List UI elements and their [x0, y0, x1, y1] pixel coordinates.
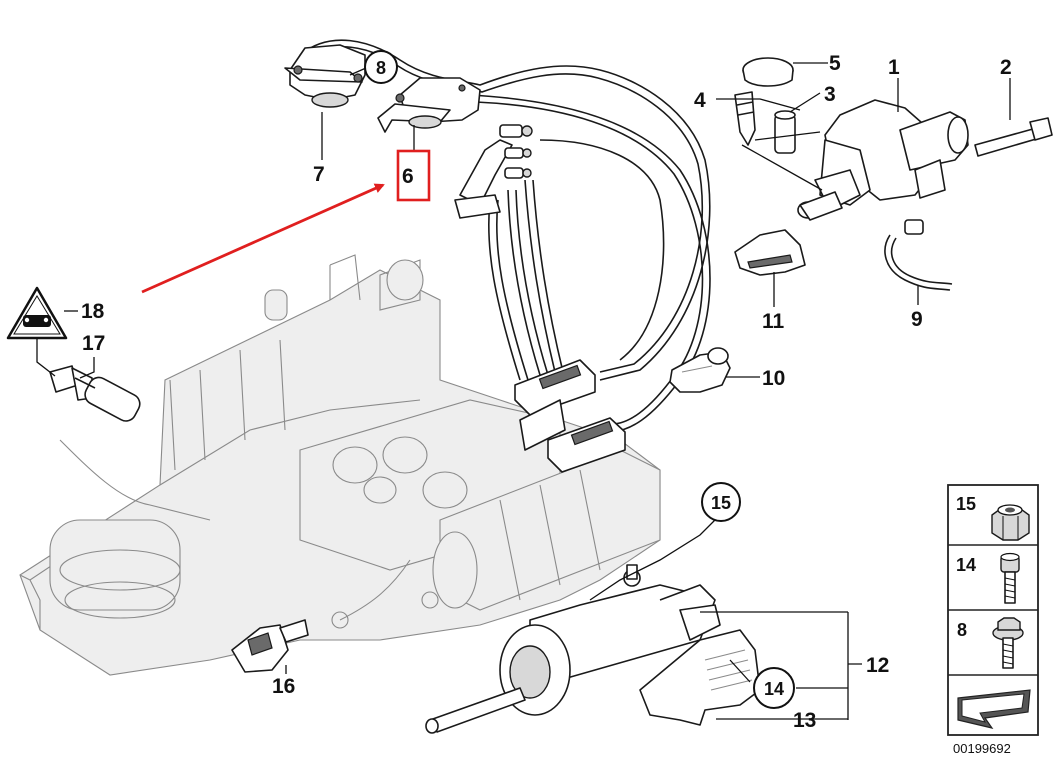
part-3-plug[interactable]: [774, 110, 796, 154]
image-code: 00199692: [953, 741, 1011, 756]
part-10-clamp[interactable]: [669, 347, 731, 393]
part-6-sensor[interactable]: [377, 77, 481, 133]
callout-15: 15: [711, 493, 731, 513]
callout-labels: 1 2 3 4 5 6 7 9 10 11 12 13 16 17 18: [81, 52, 1012, 732]
callout-8-circle[interactable]: 8: [364, 50, 398, 84]
part-9-cable-tie[interactable]: [884, 219, 953, 291]
part-2-bolt[interactable]: [974, 117, 1053, 157]
cable-connectors: [514, 359, 626, 473]
nut-icon: [991, 504, 1030, 541]
callout-7[interactable]: 7: [313, 163, 325, 186]
callout-6[interactable]: 6: [402, 165, 414, 188]
part-4-nipple[interactable]: [734, 91, 756, 146]
transmission-housing-ghost: [19, 254, 661, 676]
callout-9[interactable]: 9: [911, 308, 923, 331]
callout-14: 14: [764, 679, 784, 699]
forward-arrow-icon: [957, 689, 1031, 729]
hardware-legend: 15 14 8: [947, 484, 1039, 736]
callout-8: 8: [376, 58, 386, 78]
callout-12[interactable]: 12: [866, 654, 889, 677]
leader-lines: [36, 62, 1011, 720]
legend-label-15: 15: [956, 494, 976, 514]
part-17-temp-sensor[interactable]: [49, 365, 143, 425]
part-11-clip[interactable]: [734, 229, 806, 276]
callout-14-circle[interactable]: 14: [753, 667, 795, 709]
legend-row-bolt-hex[interactable]: 8: [957, 617, 1024, 669]
callout-2[interactable]: 2: [1000, 56, 1012, 79]
highlight-box: [396, 149, 431, 202]
callout-17[interactable]: 17: [82, 332, 105, 355]
part-13-bracket[interactable]: [639, 629, 761, 726]
part-5-cap[interactable]: [742, 57, 794, 87]
part-7-sensor[interactable]: [284, 44, 366, 108]
legend-label-8: 8: [957, 620, 967, 640]
part-18-warning-label[interactable]: [6, 286, 68, 340]
callout-15-circle[interactable]: 15: [701, 482, 741, 522]
flange-bolt-icon: [992, 617, 1024, 669]
legend-row-bolt-socket[interactable]: 14: [956, 552, 1020, 604]
callout-5[interactable]: 5: [829, 52, 841, 75]
callout-10[interactable]: 10: [762, 367, 785, 390]
hydraulic-fittings: [454, 124, 533, 219]
part-1-actuator[interactable]: [797, 99, 969, 221]
callout-4[interactable]: 4: [694, 89, 706, 112]
legend-label-14: 14: [956, 555, 976, 575]
callout-13[interactable]: 13: [793, 709, 816, 732]
legend-row-nut[interactable]: 15: [956, 494, 1030, 541]
callout-18[interactable]: 18: [81, 300, 105, 323]
part-16-sensor[interactable]: [231, 619, 309, 673]
callout-1[interactable]: 1: [888, 56, 900, 79]
part-12-slave-cylinder[interactable]: [425, 564, 721, 734]
callout-11[interactable]: 11: [762, 310, 785, 333]
callout-3[interactable]: 3: [824, 83, 836, 106]
callout-16[interactable]: 16: [272, 675, 295, 698]
highlight-arrow: [141, 183, 385, 294]
socket-head-bolt-icon: [1000, 552, 1020, 604]
